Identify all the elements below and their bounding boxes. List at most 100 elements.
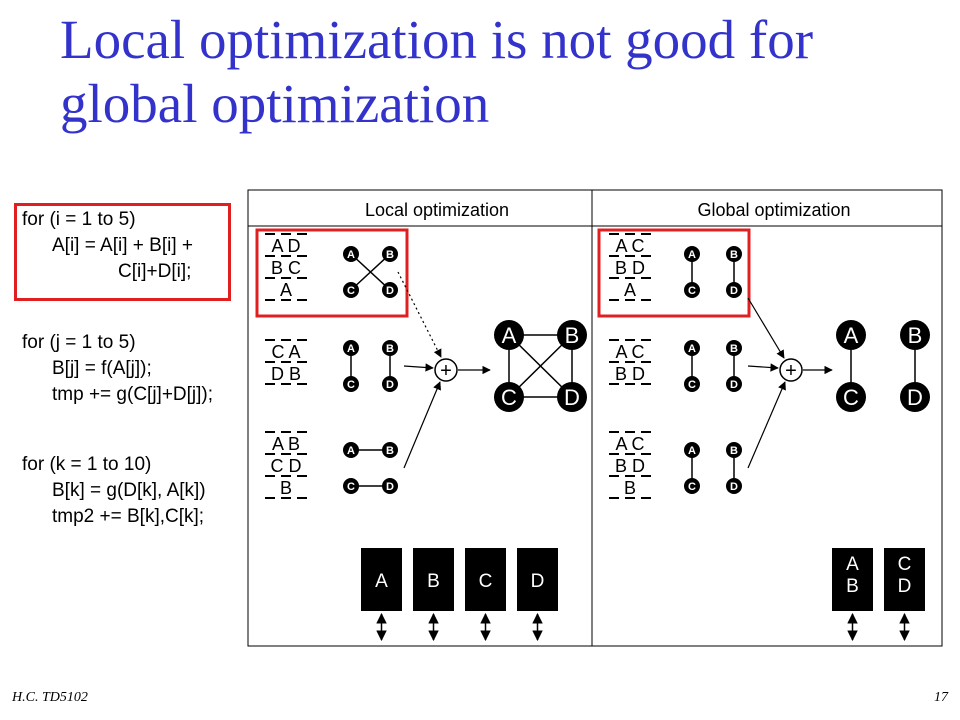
graph-node-a [684,442,700,458]
graph-node-label: A [347,249,355,261]
local-layout-row: A D [271,236,300,256]
graph-node-a [343,442,359,458]
local-layout-row: C A [271,342,300,362]
local-highlight-box [255,228,409,318]
big-graph-node-d [557,382,587,412]
plus-sign: + [440,360,452,382]
page-title: Local optimization is not good for globa… [60,8,940,136]
memory-bank-label: A [846,554,859,575]
graph-node-label: A [347,445,355,457]
big-graph-node-label: D [564,385,580,410]
graph-node-d [726,282,742,298]
global-layout-row: B D [615,258,645,278]
code-line: A[i] = A[i] + B[i] + [52,235,193,256]
graph-node-label: D [386,481,394,493]
memory-bank-label: A [375,571,388,592]
global-layout-row: B D [615,364,645,384]
title-line-2: global optimization [60,73,490,134]
code-line: for (i = 1 to 5) [22,209,136,230]
big-graph-node-label: C [501,385,517,410]
global-header: Global optimization [697,200,850,220]
graph-node-label: B [730,445,738,457]
graph-node-b [382,340,398,356]
global-layout-row: A C [615,342,644,362]
big-graph-node-a [494,320,524,350]
graph-node-a [343,246,359,262]
code-line: tmp += g(C[j]+D[j]); [52,384,214,405]
graph-node-c [684,478,700,494]
big-graph-node-d [900,382,930,412]
graph-node-label: B [386,249,394,261]
global-panel-frame [591,189,943,647]
title-line-1: Local optimization is not good for [60,9,814,70]
global-layout-row: B D [615,456,645,476]
code-line: for (j = 1 to 5) [22,332,136,353]
memory-bank-label: B [846,576,859,597]
graph-node-a [684,246,700,262]
graph-node-c [343,376,359,392]
graph-node-label: C [347,285,355,297]
memory-bank-label: C [479,571,493,592]
local-layout-row: B C [271,258,301,278]
graph-node-b [726,246,742,262]
global-layout-row: B [624,478,636,498]
memory-bank-label: C [898,554,912,575]
graph-node-c [684,376,700,392]
graph-node-d [726,376,742,392]
footer-page-number: 17 [934,690,948,705]
local-layout-row: C D [271,456,302,476]
global-layout-row: A [624,280,636,300]
flow-arrow [747,297,785,359]
code-loop-2: for (j = 1 to 5) B[j] = f(A[j]); tmp += … [22,330,213,408]
graph-node-d [382,376,398,392]
plus-circle [779,358,803,382]
code-line: for (k = 1 to 10) [22,454,152,475]
local-layout-row: A B [272,434,300,454]
graph-node-label: A [688,249,696,261]
plus-circle [434,358,458,382]
memory-bank-label: D [531,571,545,592]
graph-node-b [726,340,742,356]
graph-node-b [382,442,398,458]
graph-node-label: D [730,379,738,391]
memory-bank-label: D [898,576,912,597]
memory-bank-b [413,548,454,611]
flow-arrow [747,381,786,469]
big-graph-node-b [557,320,587,350]
code-line: B[k] = g(D[k], A[k]) [52,480,206,501]
local-layout-row: D B [271,364,301,384]
global-highlight-box [597,228,751,318]
big-graph-node-b [900,320,930,350]
local-layout-row: A [280,280,292,300]
flow-arrow [397,271,442,358]
graph-edge [350,253,391,291]
graph-node-c [343,478,359,494]
big-graph-node-c [836,382,866,412]
graph-node-d [382,478,398,494]
graph-node-label: D [730,285,738,297]
graph-node-label: A [347,343,355,355]
memory-bank-d [517,548,558,611]
graph-node-label: C [688,481,696,493]
code-line: C[i]+D[i]; [118,261,192,282]
big-graph-node-c [494,382,524,412]
graph-node-c [343,282,359,298]
big-graph-node-label: B [908,323,923,348]
local-header: Local optimization [365,200,509,220]
graph-node-label: B [386,445,394,457]
graph-node-label: B [730,249,738,261]
graph-node-label: D [386,379,394,391]
memory-bank-ab [832,548,873,611]
code-loop-3: for (k = 1 to 10) B[k] = g(D[k], A[k]) t… [22,452,206,530]
flow-arrow [403,363,434,372]
graph-node-label: A [688,445,696,457]
graph-node-label: C [347,481,355,493]
footer-course: H.C. TD5102 [12,690,88,705]
plus-sign: + [785,360,797,382]
global-layout-row: A C [615,434,644,454]
global-layout-row: A C [615,236,644,256]
code-line: tmp2 += B[k],C[k]; [52,506,205,527]
graph-node-d [382,282,398,298]
big-graph-node-label: D [907,385,923,410]
